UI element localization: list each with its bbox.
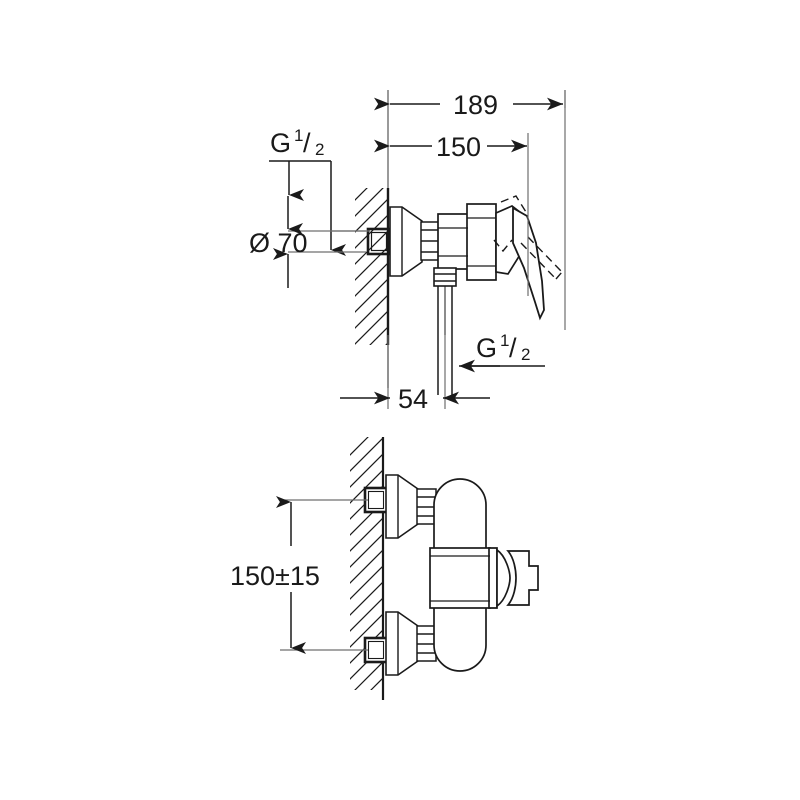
dimension-150: 150 [374,132,529,296]
g-half-numerator-bottom: 1 [500,331,509,350]
dimension-189-label: 189 [453,90,498,120]
dimension-diameter-70-label: Ø 70 [249,228,308,258]
cartridge-barrel-lines-front [430,555,490,602]
inlet-union-nut-inner-top [370,231,388,252]
wall-section-bottom [350,437,385,700]
inlet-union-nut-upper-inner [367,490,385,510]
lever-handle-alternate-top [493,195,563,280]
g-half-letter-bottom: G [476,333,497,363]
hex-union-lower [416,625,437,662]
outlet-tube-top [437,286,453,395]
dimension-150-label: 150 [436,132,481,162]
dimension-150-pm-15-label: 150±15 [230,561,320,591]
dimension-diameter-70: Ø 70 [249,196,366,288]
dimension-54: 54 [340,335,490,414]
label-outlet-thread-g-half: G 1 / 2 [459,331,545,373]
g-half-denominator-bottom: 2 [521,345,530,364]
wall-section-top [355,90,390,388]
dimension-54-label: 54 [398,384,428,414]
mixer-body-lines-top [438,217,496,267]
wall-hatching-bottom [350,437,383,690]
dimension-150-pm-15: 150±15 [230,496,368,654]
bottom-view-front-elevation: 150±15 [230,437,539,700]
dimension-189: 189 [374,90,566,330]
inlet-union-nut-lower-inner [367,640,385,660]
mixer-body-top [437,203,497,281]
hex-union-top [420,221,440,261]
outlet-pipe-top [433,267,457,287]
cartridge-cap-front [506,550,539,606]
cartridge-barrel-front [429,547,491,609]
top-view-side-elevation: 189 150 G 1 / 2 [249,90,566,414]
g-half-letter-top: G [270,128,291,158]
escutcheon-upper [385,474,419,539]
g-half-denominator-top: 2 [315,140,324,159]
escutcheon-top [389,206,423,277]
g-half-slash-bottom: / [509,333,517,363]
escutcheon-lower [385,611,419,676]
cartridge-barrel-outer-front [488,547,511,609]
g-half-numerator-top: 1 [294,126,303,145]
g-half-slash-top: / [303,128,311,158]
wall-hatching-top [355,188,388,345]
